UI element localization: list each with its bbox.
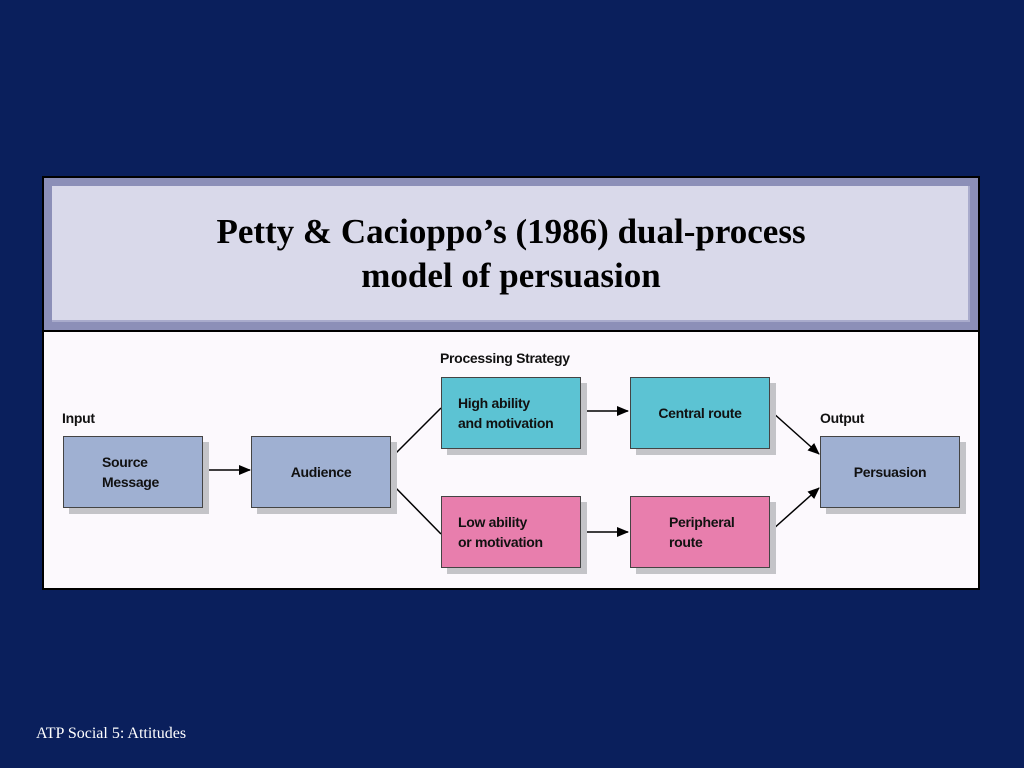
peripheral-route-box: Peripheral route	[630, 496, 770, 568]
persuasion-label: Persuasion	[853, 464, 927, 480]
persuasion-box: Persuasion	[820, 436, 960, 508]
high-ability-line-2: and motivation	[458, 415, 554, 431]
line-audience-to-low	[391, 483, 442, 535]
arrow-central-to-persuasion	[771, 411, 820, 455]
low-ability-line-1: Low ability	[458, 514, 528, 530]
audience-label: Audience	[290, 464, 352, 480]
title-line-1: Petty & Cacioppo’s (1986) dual-process	[216, 212, 806, 251]
source-message-line-2: Message	[102, 474, 160, 490]
peripheral-route-line-1: Peripheral	[669, 514, 735, 530]
source-message-box: Source Message	[63, 436, 203, 508]
diagram-panel: Processing Strategy Input Output Source …	[44, 332, 978, 588]
central-route-box: Central route	[630, 377, 770, 449]
input-label: Input	[62, 410, 95, 426]
audience-box: Audience	[251, 436, 391, 508]
title-inner: Petty & Cacioppo’s (1986) dual-process m…	[52, 186, 970, 322]
title-panel: Petty & Cacioppo’s (1986) dual-process m…	[44, 178, 978, 330]
arrow-peripheral-to-persuasion	[771, 487, 820, 531]
high-ability-box: High ability and motivation	[441, 377, 581, 449]
peripheral-route-line-2: route	[669, 534, 703, 550]
line-audience-to-high	[391, 407, 442, 458]
low-ability-line-2: or motivation	[458, 534, 543, 550]
output-label: Output	[820, 410, 865, 426]
footer-text: ATP Social 5: Attitudes	[36, 725, 187, 742]
high-ability-line-1: High ability	[458, 395, 530, 411]
connector-arrows	[204, 406, 820, 537]
central-route-label: Central route	[658, 405, 742, 421]
processing-strategy-label: Processing Strategy	[440, 350, 570, 366]
slide-frame: Petty & Cacioppo’s (1986) dual-process m…	[42, 176, 980, 590]
low-ability-box: Low ability or motivation	[441, 496, 581, 568]
title-line-2: model of persuasion	[361, 256, 661, 295]
source-message-line-1: Source	[102, 454, 148, 470]
